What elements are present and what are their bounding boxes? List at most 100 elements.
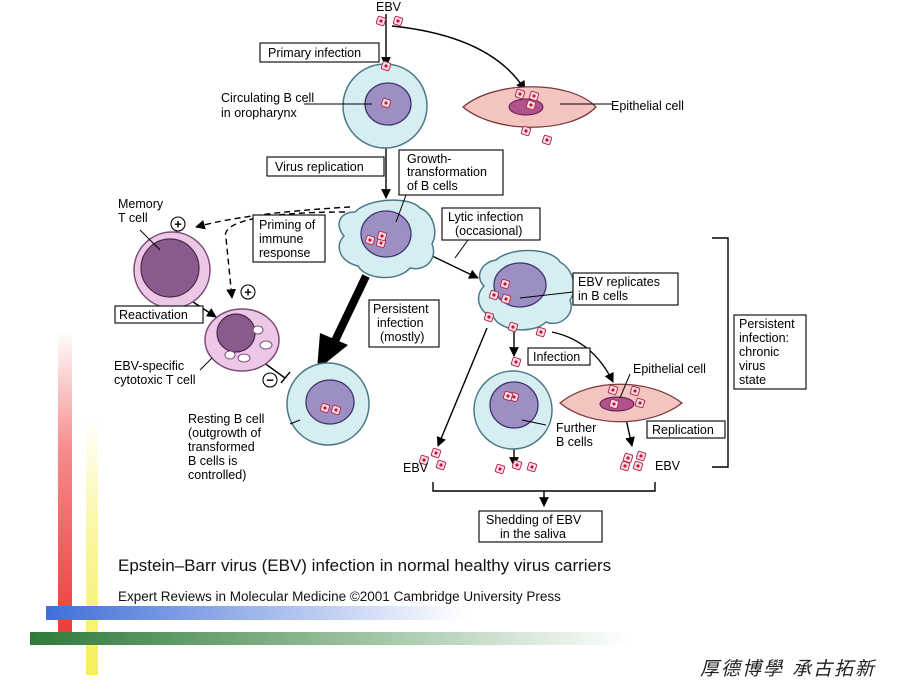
virion-core (638, 401, 642, 405)
virion-group (319, 15, 647, 475)
virion-core (518, 92, 522, 96)
box-primary-infection (259, 42, 380, 63)
arrow-persistent-mostly (329, 274, 370, 347)
label-ebv-right: EBV (655, 459, 681, 473)
label-replication: Replication (652, 423, 714, 437)
cell-resting-b (286, 362, 370, 446)
virion-core (503, 282, 507, 286)
arrow-lytic (427, 253, 479, 279)
label-growth-3: of B cells (407, 179, 458, 193)
svg-text:+: + (244, 285, 252, 300)
decorative-bars (30, 330, 630, 675)
label-shedding-2: in the saliva (500, 527, 566, 541)
virion-core (511, 325, 515, 329)
box-priming (252, 214, 326, 263)
label-shedding-1: Shedding of EBV (486, 513, 582, 527)
virion-core (611, 388, 615, 392)
label-lytic-2: (occasional) (455, 224, 522, 238)
arrow-ebv-to-epithelial (391, 25, 526, 91)
label-persistent-mostly-1: Persistent (373, 302, 429, 316)
virion-core (530, 465, 534, 469)
label-lytic-1: Lytic infection (448, 210, 523, 224)
virion-core (368, 238, 372, 242)
cell-ctl (204, 308, 280, 372)
sign-plus-memory: + (170, 216, 186, 232)
cell-transformed-b (338, 199, 436, 279)
virion-core (636, 464, 640, 468)
virion-core (334, 408, 338, 412)
labels: EBV Primary infection Circulating B cell… (114, 0, 795, 541)
label-ebv-replicates-2: in B cells (578, 289, 628, 303)
virion-core (633, 389, 637, 393)
virion-core (434, 451, 438, 455)
virion-core (612, 402, 616, 406)
cell-memory-t (133, 231, 211, 309)
label-persistent-mostly-3: (mostly) (380, 330, 424, 344)
virion-core (487, 315, 491, 319)
shedding-bracket (432, 482, 656, 492)
label-epithelial-right: Epithelial cell (633, 362, 706, 376)
virion-core (639, 454, 643, 458)
label-memory-2: T cell (118, 211, 148, 225)
box-replication (646, 420, 726, 439)
virion-core (492, 293, 496, 297)
label-growth-1: Growth- (407, 152, 451, 166)
label-epithelial-top: Epithelial cell (611, 99, 684, 113)
label-chronic-4: virus (739, 359, 765, 373)
virion-core (539, 330, 543, 334)
virion-core (545, 138, 549, 142)
virion-core (626, 456, 630, 460)
box-virus-replication (266, 156, 385, 177)
label-further-1: Further (556, 421, 596, 435)
box-lytic (441, 207, 541, 241)
virion-core (532, 94, 536, 98)
box-ebv-replicates (572, 272, 679, 306)
box-persistent-mostly (368, 299, 440, 348)
blue-bar (46, 606, 466, 620)
virion-core (384, 101, 388, 105)
label-resting-3: transformed (188, 440, 255, 454)
label-ctl-2: cytotoxic T cell (114, 373, 196, 387)
figure-credit: Expert Reviews in Molecular Medicine ©20… (118, 589, 561, 604)
calligraphy-seal: 厚德博學 承古拓新 (700, 658, 877, 680)
virion-core (512, 395, 516, 399)
label-resting-2: (outgrowth of (188, 426, 261, 440)
label-circ-b-2: in oropharynx (221, 106, 297, 120)
label-memory-1: Memory (118, 197, 164, 211)
label-ebv-left: EBV (403, 461, 429, 475)
red-bar (58, 330, 72, 635)
label-resting-1: Resting B cell (188, 412, 264, 426)
label-ctl-1: EBV-specific (114, 359, 184, 373)
label-primary-infection: Primary infection (268, 46, 361, 60)
sign-minus: − (262, 372, 278, 388)
box-chronic (733, 314, 807, 390)
virion-core (384, 64, 388, 68)
virion-core (623, 464, 627, 468)
virion-core (379, 241, 383, 245)
virion-core (323, 406, 327, 410)
label-further-2: B cells (556, 435, 593, 449)
virion-core (379, 19, 383, 23)
virion-core (515, 463, 519, 467)
virion-core (498, 467, 502, 471)
label-persistent-mostly-2: infection (377, 316, 424, 330)
cell-further-b (473, 370, 553, 450)
label-chronic-3: chronic (739, 345, 779, 359)
label-ebv-replicates-1: EBV replicates (578, 275, 660, 289)
virion-core (439, 463, 443, 467)
figure-caption: Epstein–Barr virus (EBV) infection in no… (118, 556, 612, 575)
cell-epithelial-right (558, 383, 684, 423)
box-shedding (478, 510, 603, 543)
label-priming-3: response (259, 246, 310, 260)
virion-core (504, 297, 508, 301)
label-ebv-top: EBV (376, 0, 402, 14)
label-virus-replication: Virus replication (275, 160, 364, 174)
label-circ-b-1: Circulating B cell (221, 91, 314, 105)
sign-plus-ctl: + (240, 284, 256, 300)
virion-core (396, 19, 400, 23)
box-reactivation (114, 305, 204, 324)
virion-core (380, 234, 384, 238)
virion-core (506, 394, 510, 398)
label-infection: Infection (533, 350, 580, 364)
label-priming-2: immune (259, 232, 304, 246)
